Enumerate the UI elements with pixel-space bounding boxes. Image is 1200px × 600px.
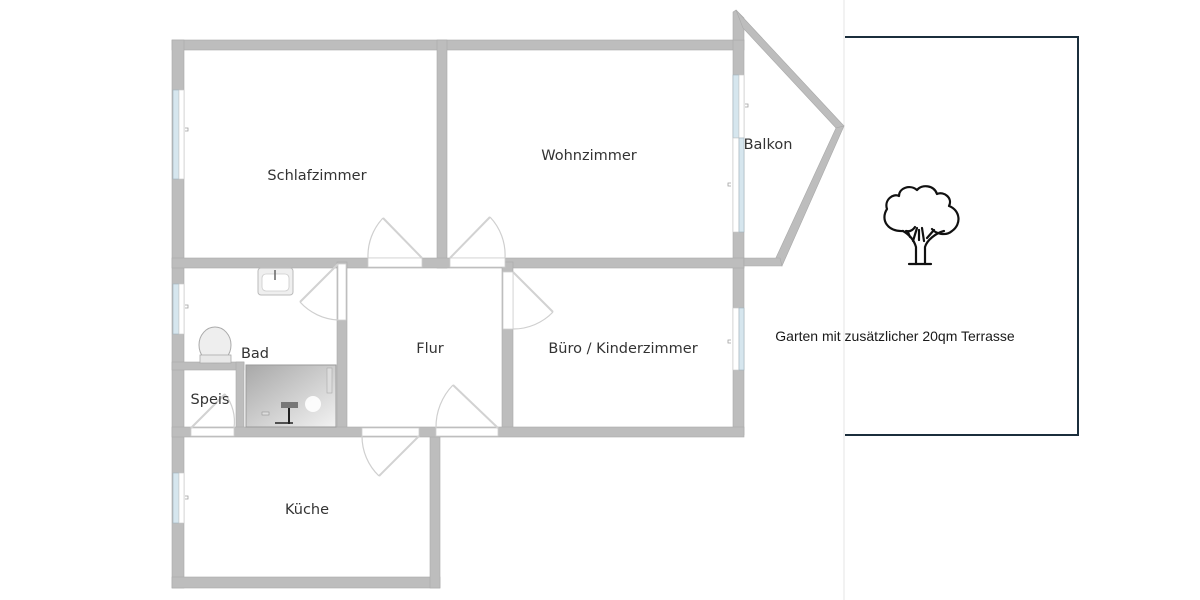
window bbox=[172, 472, 180, 524]
door-schlafzimmer bbox=[367, 257, 423, 268]
balcony-outline bbox=[732, 9, 845, 267]
walls bbox=[171, 39, 745, 589]
room-label-bad: Bad bbox=[241, 346, 269, 362]
room-label-schlafzimmer: Schlafzimmer bbox=[267, 168, 366, 184]
garden-area: Garten mit zusätzlicher 20qm Terrasse bbox=[775, 36, 1079, 436]
shower-icon bbox=[245, 364, 337, 428]
garden-label: Garten mit zusätzlicher 20qm Terrasse bbox=[775, 328, 1015, 344]
door-entrance bbox=[435, 427, 499, 437]
room-label-flur: Flur bbox=[416, 341, 444, 357]
windows bbox=[172, 74, 749, 524]
window bbox=[738, 307, 745, 371]
room-label-buero: Büro / Kinderzimmer bbox=[548, 341, 697, 357]
door-bad bbox=[337, 263, 347, 321]
room-label-kueche: Küche bbox=[285, 502, 329, 518]
room-label-wohnzimmer: Wohnzimmer bbox=[541, 148, 637, 164]
bathroom-fixtures bbox=[198, 267, 337, 428]
garden-border bbox=[845, 36, 1079, 436]
door-buero bbox=[502, 271, 514, 330]
balcony-door bbox=[738, 137, 745, 233]
room-label-speis: Speis bbox=[191, 392, 230, 408]
room-label-balkon: Balkon bbox=[744, 137, 793, 153]
doors bbox=[190, 216, 554, 477]
window bbox=[172, 89, 180, 180]
door-speis bbox=[190, 427, 235, 437]
door-kueche bbox=[361, 427, 420, 437]
door-wohnzimmer bbox=[449, 257, 506, 268]
window bbox=[732, 74, 740, 139]
tree-icon bbox=[883, 185, 960, 266]
window bbox=[172, 283, 180, 335]
